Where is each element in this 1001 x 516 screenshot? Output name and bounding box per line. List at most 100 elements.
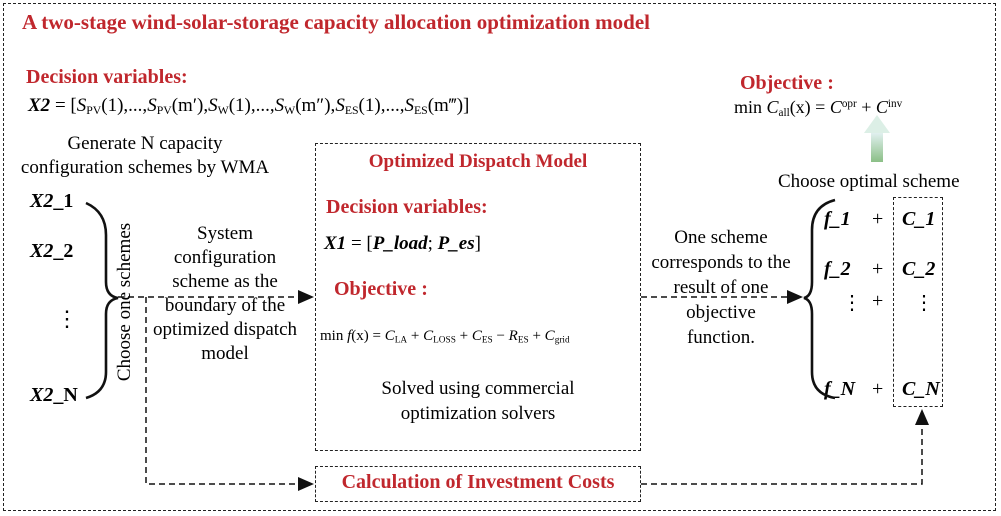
df-grid-sub: grid: [554, 335, 570, 346]
dispatch-obj-heading: Objective :: [334, 278, 428, 300]
result-fn: f_N: [824, 378, 856, 400]
result-c-dots: ⋮: [914, 292, 934, 314]
s5-base: S: [335, 95, 345, 116]
s1-sub: PV: [86, 103, 102, 117]
scheme-1-idx: _1: [53, 190, 74, 212]
one-scheme-line-1: One scheme: [674, 227, 768, 248]
result-c2: C_2: [902, 258, 936, 280]
of-c3-sup: inv: [887, 97, 903, 110]
result-f2: f_2: [824, 258, 851, 280]
p-es: P_es: [437, 233, 475, 254]
df-r-es: R: [508, 328, 518, 344]
one-scheme-text: One scheme corresponds to the result of …: [636, 225, 806, 350]
s2-base: S: [147, 95, 157, 116]
df-f: f: [347, 328, 352, 344]
x2-eq: = [: [50, 95, 77, 116]
arrow-to-dispatch-head: [298, 290, 314, 304]
s4-arg: (m″),: [295, 95, 336, 116]
df-r-sub: ES: [517, 335, 529, 346]
df-fx: (x) =: [351, 328, 385, 344]
solved-text: Solved using commercial optimization sol…: [315, 376, 641, 426]
left-scheme-brace: [85, 201, 119, 400]
result-c1: C_1: [902, 208, 936, 230]
one-scheme-line-4: objective: [686, 302, 756, 323]
x2-definition: X2 = [SPV(1),...,SPV(m′),SW(1),...,SW(m″…: [28, 95, 469, 118]
s1-arg: (1),...,: [101, 95, 148, 116]
system-line-3: scheme as the: [172, 271, 278, 292]
s3-base: S: [208, 95, 218, 116]
one-scheme-line-2: corresponds to the: [651, 252, 791, 273]
one-scheme-line-5: function.: [686, 327, 756, 348]
df-minus: −: [492, 328, 509, 344]
s3-arg: (1),...,: [228, 95, 275, 116]
of-c: C: [766, 97, 779, 117]
result-plus2: +: [872, 258, 884, 280]
generate-line-1: Generate N capacity: [67, 133, 223, 154]
df-loss-sub: LOSS: [433, 335, 456, 346]
scheme-2-base: X2: [30, 240, 54, 262]
system-line-1: System: [197, 223, 253, 244]
s6-arg: (m‴)]: [427, 95, 470, 116]
arrow-from-investment-head: [915, 409, 929, 425]
objective-formula: min Call(x) = Copr + Cinv: [734, 97, 902, 119]
of-c-sub: all: [778, 106, 790, 119]
of-cx: (x) =: [789, 97, 830, 117]
df-c-loss: C: [423, 328, 434, 344]
of-c2: C: [829, 97, 842, 117]
s5-sub: ES: [344, 103, 359, 117]
system-line-2: configuration: [173, 247, 277, 268]
df-plus2: +: [455, 328, 472, 344]
s4-base: S: [274, 95, 285, 116]
result-plus-dots: +: [872, 290, 884, 312]
of-plus: +: [856, 97, 876, 117]
investment-label: Calculation of Investment Costs: [341, 471, 615, 493]
p-load: P_load: [372, 233, 428, 254]
system-text: System configuration scheme as the bound…: [140, 222, 310, 366]
dispatch-model-box: [315, 143, 641, 451]
result-f1: f_1: [824, 208, 851, 230]
s3-sub: W: [217, 103, 229, 117]
dispatch-objective-formula: min f(x) = CLA + CLOSS + CES − RES + Cgr…: [320, 328, 570, 345]
s4-sub: W: [284, 103, 296, 117]
arrow-from-investment: [641, 425, 923, 485]
generate-line-2: configuration schemes by WMA: [20, 157, 270, 178]
diagram-title: A two-stage wind-solar-storage capacity …: [22, 10, 650, 34]
x1-semi: ;: [427, 233, 438, 254]
s6-sub: ES: [413, 103, 428, 117]
generate-text: Generate N capacity configuration scheme…: [2, 132, 288, 180]
scheme-n-idx: _N: [53, 384, 78, 406]
scheme-2-idx: _2: [53, 240, 74, 262]
of-min: min: [734, 97, 767, 117]
scheme-1-base: X2: [30, 190, 54, 212]
system-line-6: model: [201, 343, 249, 364]
one-scheme-line-3: result of one: [673, 277, 769, 298]
scheme-x2-1: X2_1: [30, 190, 73, 213]
choose-optimal-label: Choose optimal scheme: [778, 171, 960, 192]
scheme-n-base: X2: [30, 384, 54, 406]
s1-base: S: [76, 95, 87, 116]
dispatch-dv-heading: Decision variables:: [326, 196, 488, 218]
x2-symbol: X2: [28, 95, 51, 116]
s2-arg: (m′),: [171, 95, 209, 116]
scheme-x2-2: X2_2: [30, 240, 73, 263]
scheme-x2-n: X2_N: [30, 384, 78, 407]
solved-line-2: optimization solvers: [400, 403, 556, 424]
of-c3: C: [875, 97, 888, 117]
result-plus1: +: [872, 208, 884, 230]
scheme-dots: ⋮: [56, 306, 78, 331]
system-line-4: boundary of the: [164, 295, 286, 316]
arrow-to-investment: [145, 297, 300, 485]
up-arrow-icon: [864, 115, 890, 162]
investment-box: [315, 466, 641, 502]
x1-definition: X1 = [P_load; P_es]: [324, 233, 481, 255]
df-plus3: +: [528, 328, 545, 344]
df-min: min: [320, 328, 348, 344]
df-c-grid: C: [544, 328, 555, 344]
result-plusn: +: [872, 378, 884, 400]
cost-column-box: [893, 197, 943, 407]
right-result-brace: [803, 198, 836, 400]
s2-sub: PV: [156, 103, 172, 117]
objective-heading: Objective :: [740, 72, 834, 94]
result-cn: C_N: [902, 378, 940, 400]
